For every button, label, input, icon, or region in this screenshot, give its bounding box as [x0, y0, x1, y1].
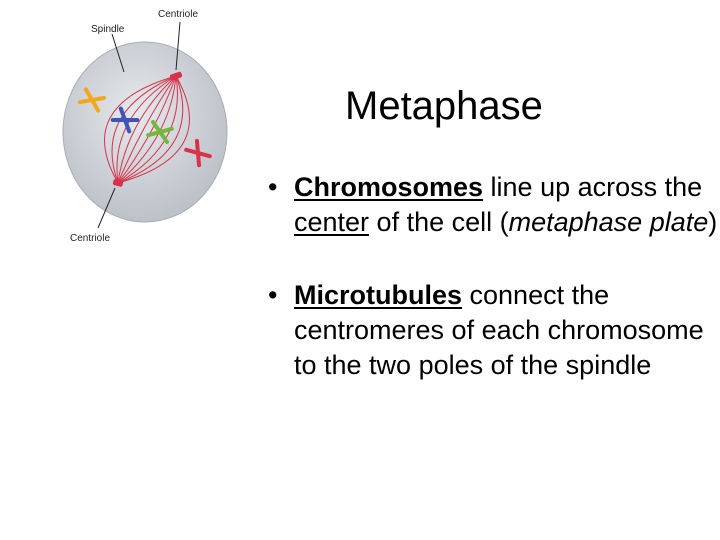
centriole-bottom-label: Centriole: [70, 233, 110, 244]
chromosome: [184, 138, 212, 168]
bullet-marker: •: [268, 172, 278, 202]
cell-illustration: Spindle Centriole Centriole: [62, 9, 228, 244]
bullet-marker: •: [268, 280, 278, 310]
bullet-text: ): [708, 207, 718, 237]
spindle-fiber: [117, 75, 178, 184]
chromosomes: [77, 87, 212, 168]
spindle-fiber: [117, 75, 177, 184]
metaphase-cell-diagram: Spindle Centriole Centriole: [0, 0, 300, 260]
spindle-fiber: [104, 75, 177, 184]
spindle-fibers: [104, 75, 190, 184]
spindle-label: Spindle: [91, 24, 125, 35]
bullet-microtubules: • Microtubules connect the centromeres o…: [268, 278, 718, 383]
chromatid: [146, 126, 174, 138]
spindle-fiber: [117, 75, 177, 184]
bullet-chromosomes: • Chromosomes line up across the center …: [268, 170, 718, 240]
centriole-top-pointer: [175, 21, 181, 71]
chromatid: [77, 95, 107, 105]
centriole-top: [169, 71, 183, 81]
underlined-center: center: [294, 207, 370, 237]
spindle-pointer: [111, 33, 125, 73]
bullet-text: connect the centromeres of each chromoso…: [294, 280, 704, 380]
spindle-fiber: [117, 75, 190, 184]
centriole-bottom: [112, 179, 124, 187]
keyword-chromosomes: Chromosomes: [294, 172, 484, 202]
spindle-fiber: [117, 75, 177, 184]
italic-metaphase-plate: metaphase plate: [508, 207, 709, 237]
chromosome: [77, 87, 107, 113]
cell-body: [62, 41, 228, 223]
chromatid: [110, 117, 140, 123]
centriole-top-label: Centriole: [158, 9, 198, 20]
slide-title: Metaphase: [345, 84, 543, 128]
centrioles: [112, 71, 183, 187]
bullet-text: line up across the: [483, 172, 703, 202]
bullet-text: of the cell (: [369, 207, 509, 237]
spindle-fiber: [117, 75, 184, 184]
centriole-bottom-pointer: [97, 187, 116, 229]
centriole-shape: [112, 179, 124, 187]
centriole-shape: [169, 71, 183, 81]
chromosome: [110, 106, 140, 134]
keyword-microtubules: Microtubules: [294, 280, 463, 310]
chromatid: [184, 147, 212, 159]
chromosome: [146, 120, 174, 144]
bullet-list: • Chromosomes line up across the center …: [268, 170, 718, 421]
